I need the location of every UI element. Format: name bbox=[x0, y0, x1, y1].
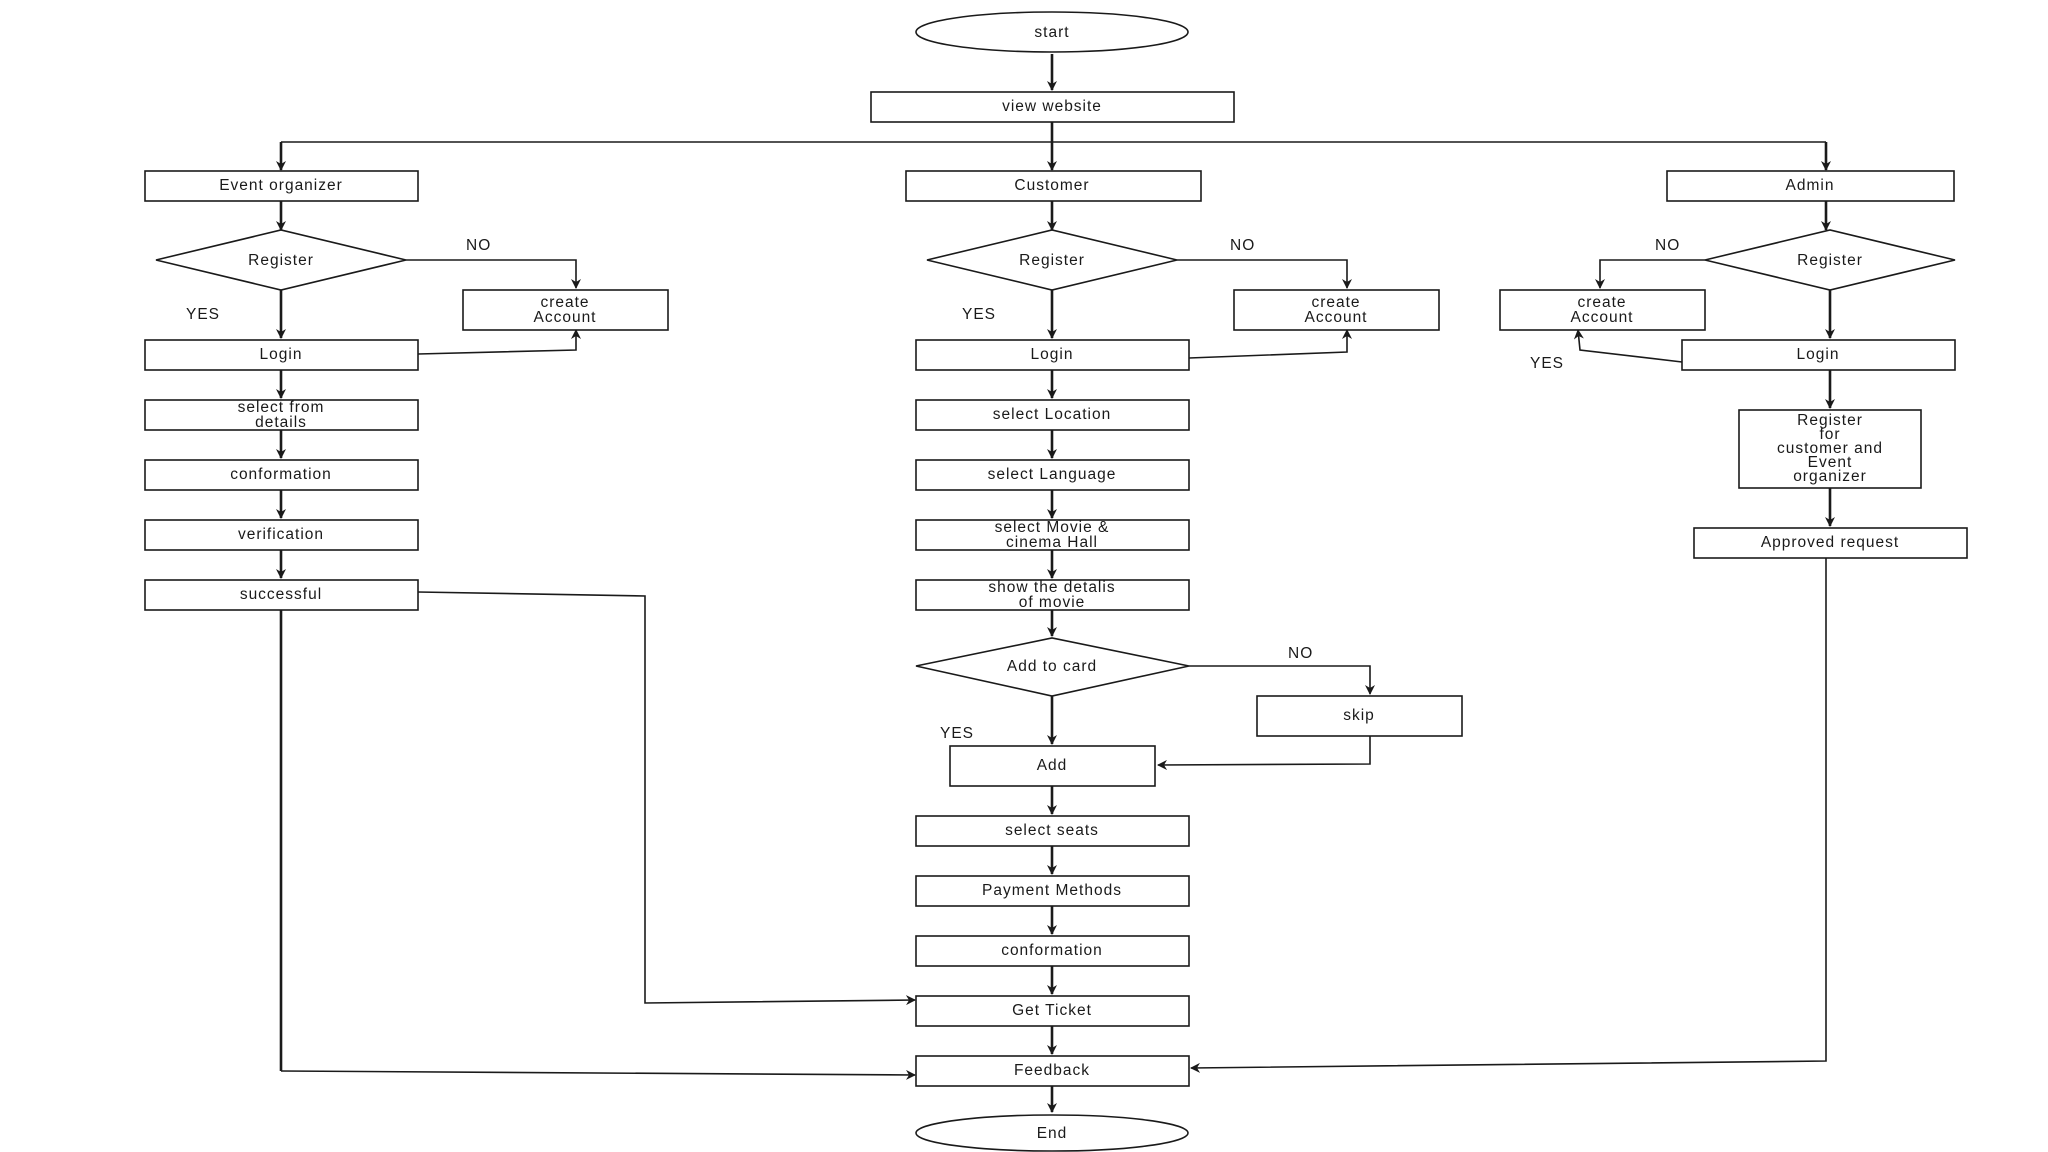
cu-conformation-label: conformation bbox=[1001, 942, 1103, 959]
cu-login-label: Login bbox=[1031, 346, 1074, 363]
cu-show-details-node: show the detalis of movie bbox=[915, 579, 1190, 611]
view-website-node: view website bbox=[870, 91, 1235, 123]
cu-select-movie-node: select Movie & cinema Hall bbox=[915, 519, 1190, 551]
edge-cu-skip-add bbox=[1157, 736, 1371, 770]
edge-ad-approved-feedback bbox=[1190, 556, 1827, 1073]
get-ticket-node: Get Ticket bbox=[915, 995, 1190, 1027]
cu-show-details-line2: of movie bbox=[1019, 594, 1086, 611]
cu-login-node: Login bbox=[915, 339, 1190, 371]
eo-yes-label: YES bbox=[186, 306, 220, 323]
ad-register-for-line4: Event bbox=[1808, 454, 1853, 471]
ad-register-for-line5: organizer bbox=[1793, 468, 1867, 485]
cu-select-language-node: select Language bbox=[915, 459, 1190, 491]
customer-node: Customer bbox=[905, 170, 1202, 202]
eo-conformation-node: conformation bbox=[144, 459, 419, 491]
cu-conformation-node: conformation bbox=[915, 935, 1190, 967]
eo-verification-label: verification bbox=[238, 526, 324, 543]
edge-eo-register-no bbox=[406, 259, 581, 289]
admin-node: Admin bbox=[1666, 170, 1955, 202]
card-no-label: NO bbox=[1288, 645, 1313, 662]
cu-add-to-card-decision: Add to card bbox=[915, 637, 1190, 697]
eo-login-node: Login bbox=[144, 339, 419, 371]
eo-create-account-line2: Account bbox=[533, 309, 596, 326]
eo-select-details-line2: details bbox=[255, 414, 307, 431]
ad-approved-request-node: Approved request bbox=[1693, 527, 1968, 559]
cu-select-seats-label: select seats bbox=[1005, 822, 1099, 839]
card-yes-label: YES bbox=[940, 725, 974, 742]
cu-register-decision: Register bbox=[926, 229, 1178, 291]
end-label: End bbox=[1037, 1125, 1068, 1142]
ad-no-label: NO bbox=[1655, 237, 1680, 254]
cu-select-location-node: select Location bbox=[915, 399, 1190, 431]
end-node: End bbox=[915, 1114, 1189, 1152]
event-organizer-label: Event organizer bbox=[219, 177, 343, 194]
eo-no-label: NO bbox=[466, 237, 491, 254]
admin-label: Admin bbox=[1786, 177, 1835, 194]
cu-select-location-label: select Location bbox=[993, 406, 1111, 423]
ad-create-account-line1: create bbox=[1577, 294, 1626, 311]
edge-labels: NO YES NO YES NO YES NO YES bbox=[186, 237, 1680, 742]
eo-login-label: Login bbox=[260, 346, 303, 363]
cu-select-seats-node: select seats bbox=[915, 815, 1190, 847]
eo-conformation-label: conformation bbox=[230, 466, 332, 483]
eo-register-label: Register bbox=[248, 252, 314, 269]
edge-ad-login-create bbox=[1573, 329, 1683, 363]
edge-cu-card-no bbox=[1189, 665, 1375, 695]
eo-register-decision: Register bbox=[155, 229, 407, 291]
eo-successful-node: successful bbox=[144, 579, 419, 611]
edge-ad-register-no bbox=[1595, 259, 1705, 289]
cu-create-account-line1: create bbox=[1311, 294, 1360, 311]
ad-register-decision: Register bbox=[1704, 229, 1956, 291]
ad-create-account-node: create Account bbox=[1499, 289, 1706, 331]
cu-payment-methods-node: Payment Methods bbox=[915, 875, 1190, 907]
feedback-label: Feedback bbox=[1014, 1062, 1090, 1079]
start-label: start bbox=[1034, 24, 1069, 41]
ad-register-for-line1: Register bbox=[1797, 412, 1863, 429]
eo-successful-label: successful bbox=[240, 586, 322, 603]
cu-yes-label: YES bbox=[962, 306, 996, 323]
nodes: start view website Event organizer Custo… bbox=[144, 11, 1968, 1152]
cu-create-account-line2: Account bbox=[1304, 309, 1367, 326]
edges bbox=[276, 54, 1835, 1113]
cu-select-movie-line1: select Movie & bbox=[995, 519, 1110, 536]
edge-cu-register-no bbox=[1177, 259, 1352, 289]
edge-eo-succ-ticket bbox=[417, 591, 916, 1006]
cu-skip-node: skip bbox=[1256, 695, 1463, 737]
ad-register-label: Register bbox=[1797, 252, 1863, 269]
edge-cu-login-create bbox=[1188, 329, 1352, 359]
ad-register-for-line2: for bbox=[1819, 426, 1840, 443]
view-website-label: view website bbox=[1002, 98, 1102, 115]
cu-create-account-node: create Account bbox=[1233, 289, 1440, 331]
cu-add-label: Add bbox=[1037, 757, 1068, 774]
eo-select-details-node: select from details bbox=[144, 399, 419, 431]
event-organizer-node: Event organizer bbox=[144, 170, 419, 202]
cu-add-node: Add bbox=[949, 745, 1156, 787]
cu-payment-methods-label: Payment Methods bbox=[982, 882, 1122, 899]
ad-login-label: Login bbox=[1797, 346, 1840, 363]
ad-register-for-line3: customer and bbox=[1777, 440, 1883, 457]
ad-approved-request-label: Approved request bbox=[1761, 534, 1899, 551]
feedback-node: Feedback bbox=[915, 1055, 1190, 1087]
customer-label: Customer bbox=[1014, 177, 1089, 194]
eo-verification-node: verification bbox=[144, 519, 419, 551]
start-node: start bbox=[915, 11, 1189, 53]
cu-add-to-card-label: Add to card bbox=[1007, 658, 1097, 675]
edge-eo-login-create bbox=[417, 329, 581, 355]
cu-no-label: NO bbox=[1230, 237, 1255, 254]
cu-skip-label: skip bbox=[1343, 707, 1375, 724]
cu-select-language-label: select Language bbox=[988, 466, 1117, 483]
ad-yes-label: YES bbox=[1530, 355, 1564, 372]
ad-register-for-node: Register for customer and Event organize… bbox=[1738, 409, 1922, 489]
ad-create-account-line2: Account bbox=[1570, 309, 1633, 326]
get-ticket-label: Get Ticket bbox=[1012, 1002, 1092, 1019]
cu-show-details-line1: show the detalis bbox=[988, 579, 1115, 596]
cu-select-movie-line2: cinema Hall bbox=[1006, 534, 1098, 551]
eo-create-account-line1: create bbox=[540, 294, 589, 311]
eo-select-details-line1: select from bbox=[238, 399, 325, 416]
edge-eo-succ-feedback bbox=[280, 1069, 916, 1080]
eo-create-account-node: create Account bbox=[462, 289, 669, 331]
cu-register-label: Register bbox=[1019, 252, 1085, 269]
ad-login-node: Login bbox=[1681, 339, 1956, 371]
